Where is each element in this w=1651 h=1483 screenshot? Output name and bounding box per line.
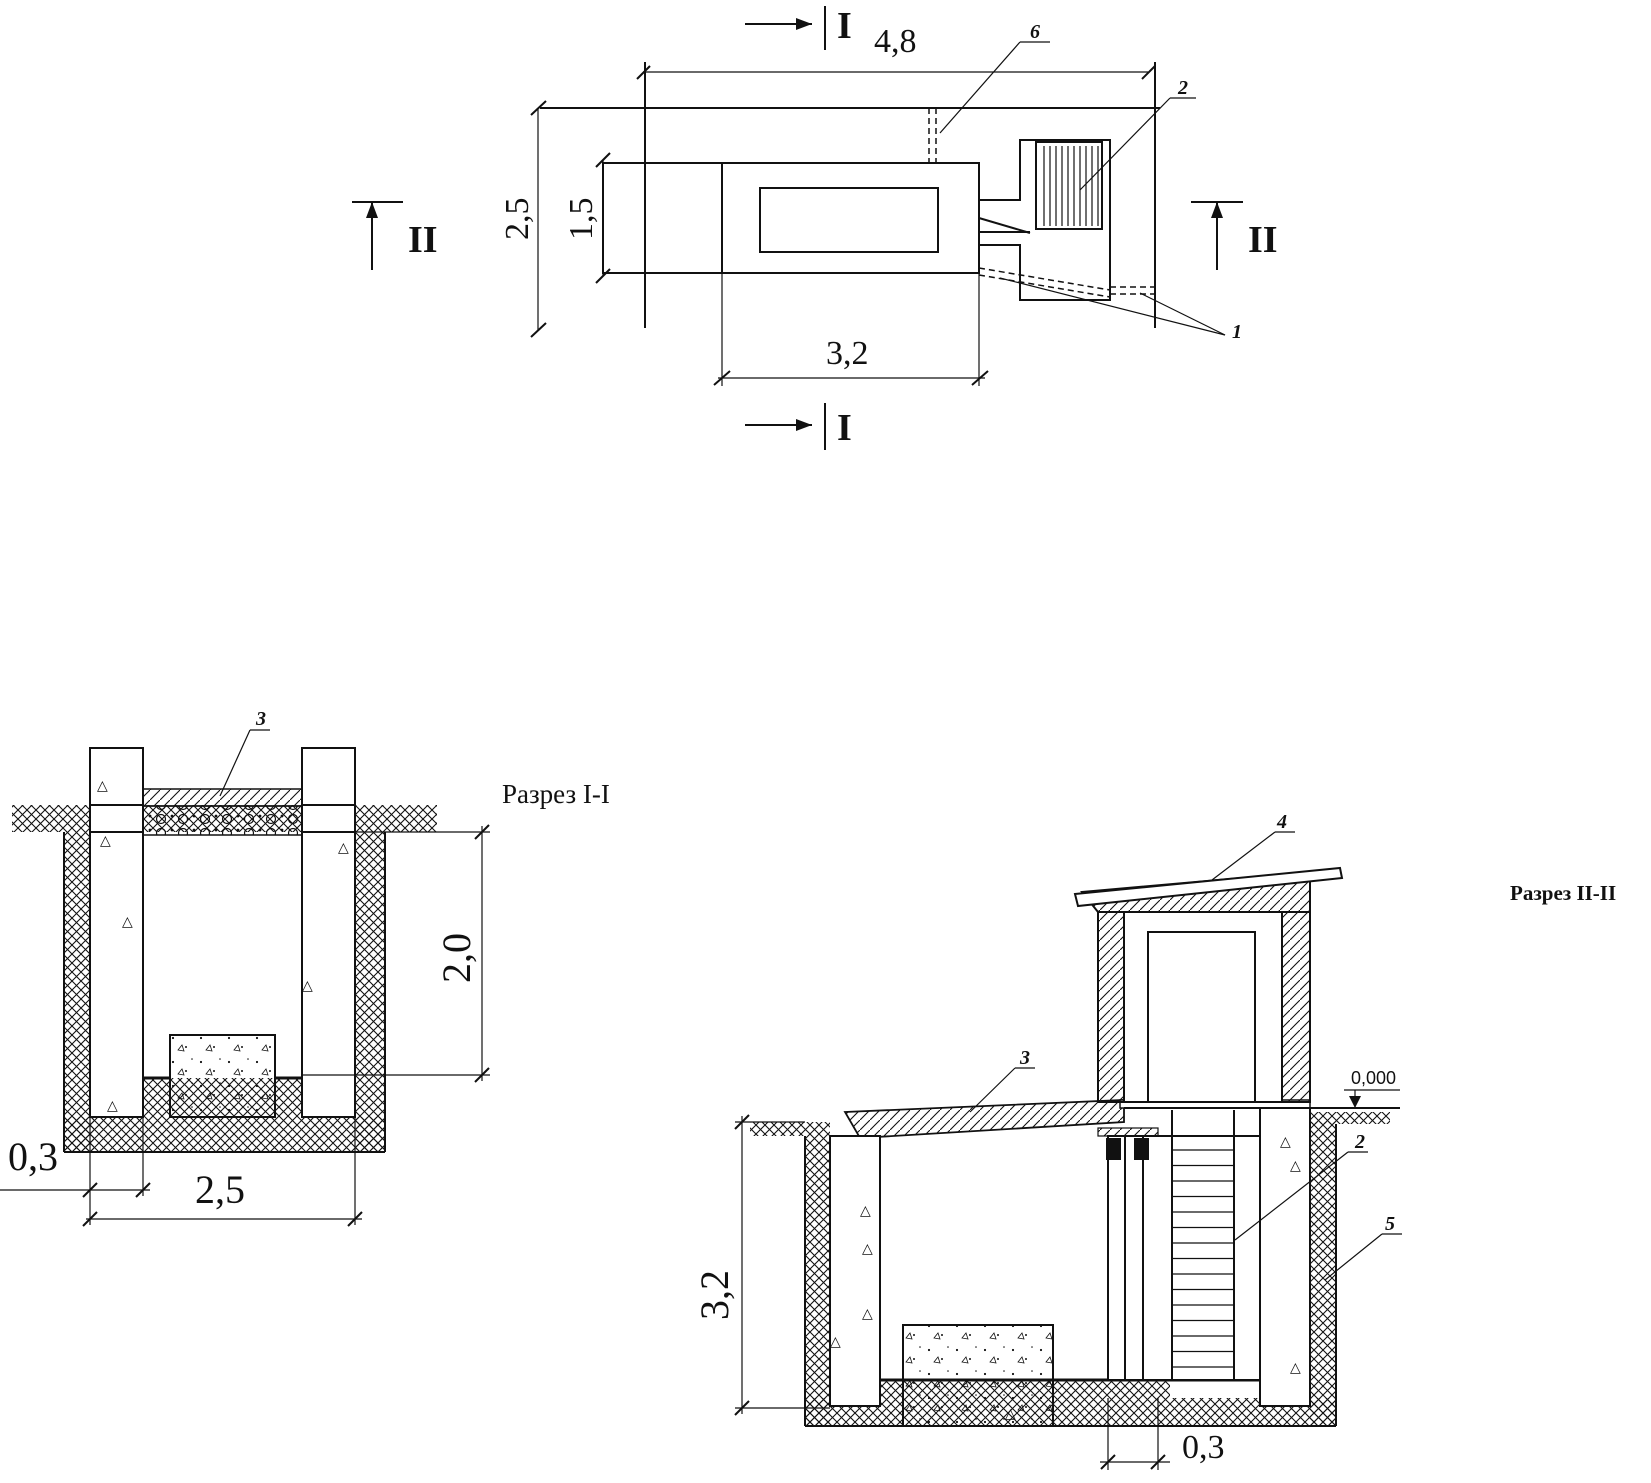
svg-text:△: △ (122, 914, 133, 930)
section-1-title: Разрез I-I (502, 779, 610, 809)
callout-4: 4 (1276, 811, 1287, 833)
svg-text:I: I (837, 5, 852, 47)
svg-text:△: △ (302, 978, 313, 994)
svg-text:△: △ (1290, 1360, 1301, 1376)
plan-stair (1035, 141, 1103, 230)
section-2-view: △ △ △ △ △ △ △ △ 0,000 3,2 0,3 4 3 (692, 811, 1616, 1470)
dim-width-s1: 2,5 (195, 1167, 245, 1212)
dim-chamber-width: 1,5 (563, 198, 600, 241)
callout-6: 6 (1030, 21, 1040, 43)
section-stair (1172, 1149, 1234, 1368)
dim-total-width: 2,5 (499, 198, 536, 241)
section-mark-1-bottom: I (745, 403, 852, 450)
svg-text:I: I (837, 407, 852, 449)
svg-text:△: △ (100, 833, 111, 849)
callout-5: 5 (1385, 1213, 1395, 1235)
svg-text:II: II (408, 219, 438, 261)
callout-3-s1: 3 (255, 708, 266, 730)
dim-wall-s2: 0,3 (1182, 1429, 1225, 1466)
callout-1: 1 (1232, 321, 1242, 343)
section-mark-2-right: II (1191, 201, 1278, 270)
callout-2-plan: 2 (1177, 77, 1188, 99)
dim-depth-s2: 3,2 (692, 1270, 737, 1320)
level-mark: 0,000 (1351, 1068, 1396, 1088)
svg-text:△: △ (830, 1334, 841, 1350)
section-1-view: △ △ △ △ △ △ 3 2,0 0,3 2,5 Разрез I-I (0, 708, 610, 1227)
section-mark-1-top: I (745, 5, 852, 50)
dim-total-length: 4,8 (874, 23, 917, 60)
svg-text:△: △ (860, 1203, 871, 1219)
section-mark-2-left: II (352, 201, 438, 270)
dim-height-s1: 2,0 (434, 933, 479, 983)
section-2-title: Разрез II-II (1510, 881, 1616, 905)
plan-view: 4,8 2,5 1,5 3,2 I I (352, 5, 1278, 450)
svg-text:△: △ (97, 778, 108, 794)
svg-text:△: △ (338, 840, 349, 856)
callout-2-s2: 2 (1354, 1131, 1365, 1153)
svg-text:△: △ (1290, 1158, 1301, 1174)
svg-text:△: △ (862, 1306, 873, 1322)
svg-text:△: △ (862, 1241, 873, 1257)
svg-text:△: △ (1280, 1134, 1291, 1150)
dim-wall-s1: 0,3 (8, 1134, 58, 1179)
callout-3-s2: 3 (1019, 1047, 1030, 1069)
svg-text:△: △ (1005, 1406, 1016, 1422)
svg-text:II: II (1248, 219, 1278, 261)
svg-text:△: △ (107, 1098, 118, 1114)
dim-chamber-length: 3,2 (826, 335, 869, 372)
